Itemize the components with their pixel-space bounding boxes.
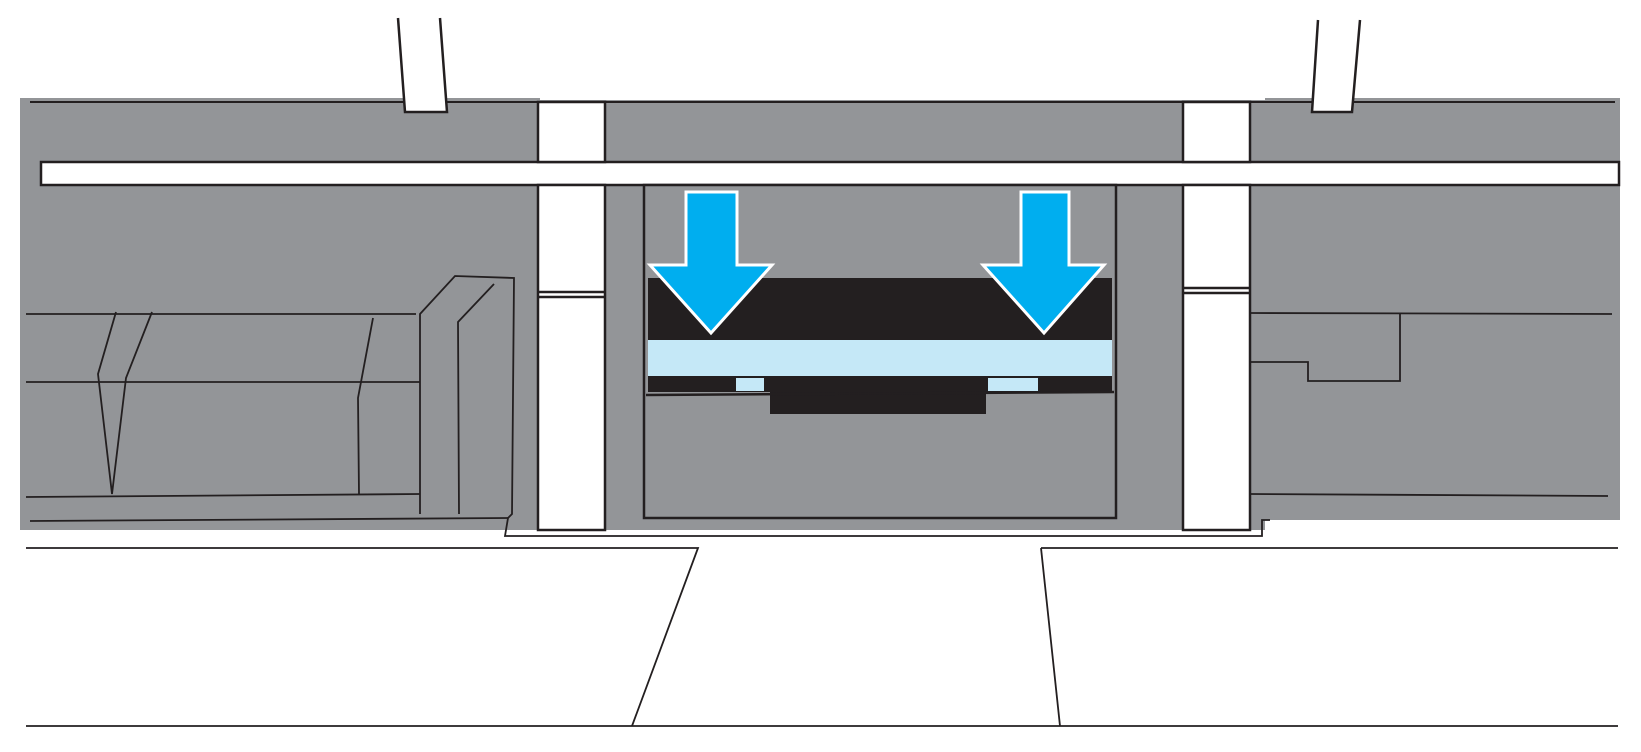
right-post-top — [1181, 100, 1252, 164]
right-post — [1181, 183, 1252, 532]
left-mechanism-lines — [25, 275, 1270, 537]
right-mechanism-lines — [1249, 312, 1613, 497]
right-tab — [988, 378, 1038, 391]
left-post-top — [536, 100, 607, 164]
left-tab — [736, 378, 764, 391]
left-down-arrow-icon — [646, 190, 776, 336]
right-pin — [1310, 19, 1362, 114]
light-blue-part — [648, 340, 1112, 376]
right-down-arrow-icon — [979, 190, 1108, 336]
housing-right — [1265, 98, 1620, 520]
horizontal-white-bar — [39, 160, 1621, 187]
left-post — [536, 183, 607, 532]
lower-tray-lines — [26, 547, 1618, 727]
left-pin — [396, 17, 449, 114]
